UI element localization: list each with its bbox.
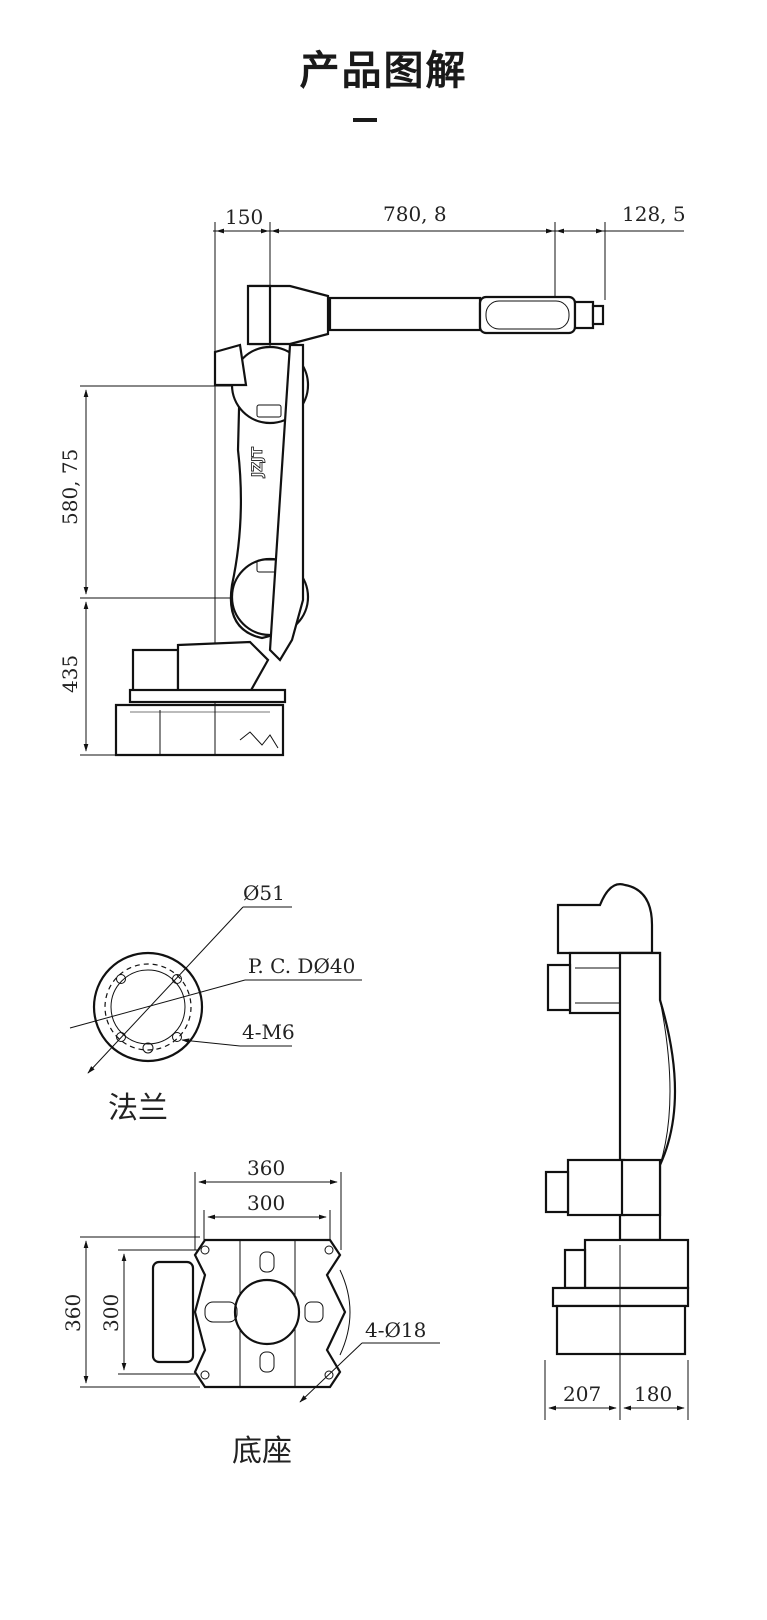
page-title: 产品图解 [299, 48, 468, 94]
dim-150: 150 [225, 205, 263, 229]
base-caption: 底座 [232, 1434, 292, 1469]
back-dim-207: 207 [563, 1382, 601, 1406]
base-height-outer: 360 [61, 1294, 85, 1332]
dim-780-8: 780, 8 [383, 202, 447, 226]
robot-logo: JZJT [250, 446, 266, 478]
flange-pcd-callout: P. C. DØ40 [248, 954, 355, 978]
flange-view: Ø51 P. C. DØ40 4-M6 法兰 [69, 881, 362, 1126]
base-holes-callout: 4-Ø18 [365, 1318, 426, 1342]
dim-128-5: 128, 5 [622, 202, 686, 226]
base-width-inner: 300 [247, 1191, 285, 1215]
robot-back-view: 207 180 [544, 883, 690, 1420]
flange-caption: 法兰 [108, 1091, 168, 1126]
base-height-inner: 300 [99, 1294, 123, 1332]
base-width-outer: 360 [247, 1156, 285, 1180]
back-dim-180: 180 [634, 1382, 672, 1406]
flange-holes-callout: 4-M6 [242, 1020, 295, 1044]
base-view: 360 300 360 300 4-Ø18 底座 [61, 1156, 440, 1469]
title-underline [353, 118, 377, 122]
flange-diameter-callout: Ø51 [243, 881, 285, 905]
dim-580-75: 580, 75 [58, 449, 82, 525]
robot-side-view: 150 780, 8 128, 5 580, 75 435 JZJT [58, 202, 686, 757]
dim-435: 435 [58, 655, 82, 693]
